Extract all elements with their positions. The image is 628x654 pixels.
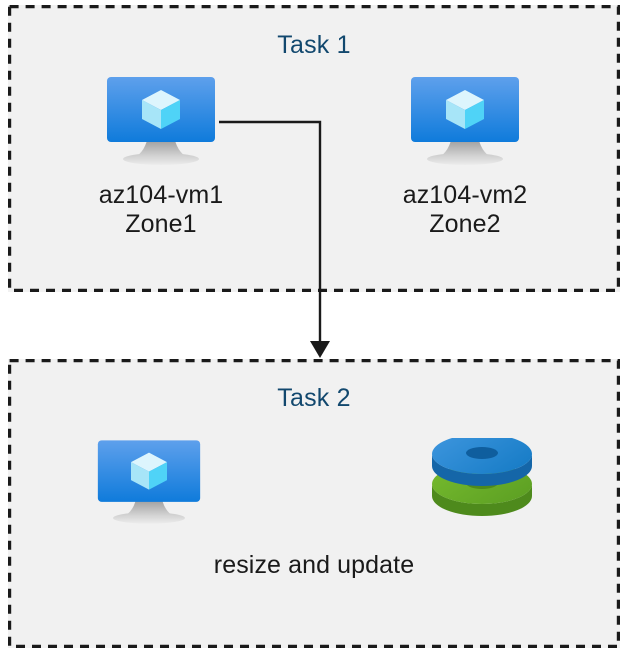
node-az104-vm2[interactable]: az104-vm2 Zone2 — [348, 75, 582, 240]
task-2-label: resize and update — [213, 551, 415, 579]
task-2-container: Task 2 — [8, 359, 620, 648]
virtual-machine-icon — [411, 77, 519, 165]
task-2-title: Task 2 — [277, 384, 351, 412]
node-az104-vm1[interactable]: az104-vm1 Zone1 — [44, 75, 278, 240]
connector-arrowhead — [310, 341, 330, 358]
node-label-az104-vm2: az104-vm2 Zone2 — [402, 181, 528, 239]
task-2-icon-row — [8, 437, 620, 527]
node-label-az104-vm1: az104-vm1 Zone1 — [98, 181, 224, 239]
virtual-machine-icon — [107, 77, 215, 165]
task-1-container: Task 1 — [8, 5, 620, 292]
virtual-machine-icon[interactable] — [95, 437, 203, 527]
task-1-title: Task 1 — [277, 31, 351, 59]
managed-disks-icon[interactable] — [430, 438, 534, 526]
